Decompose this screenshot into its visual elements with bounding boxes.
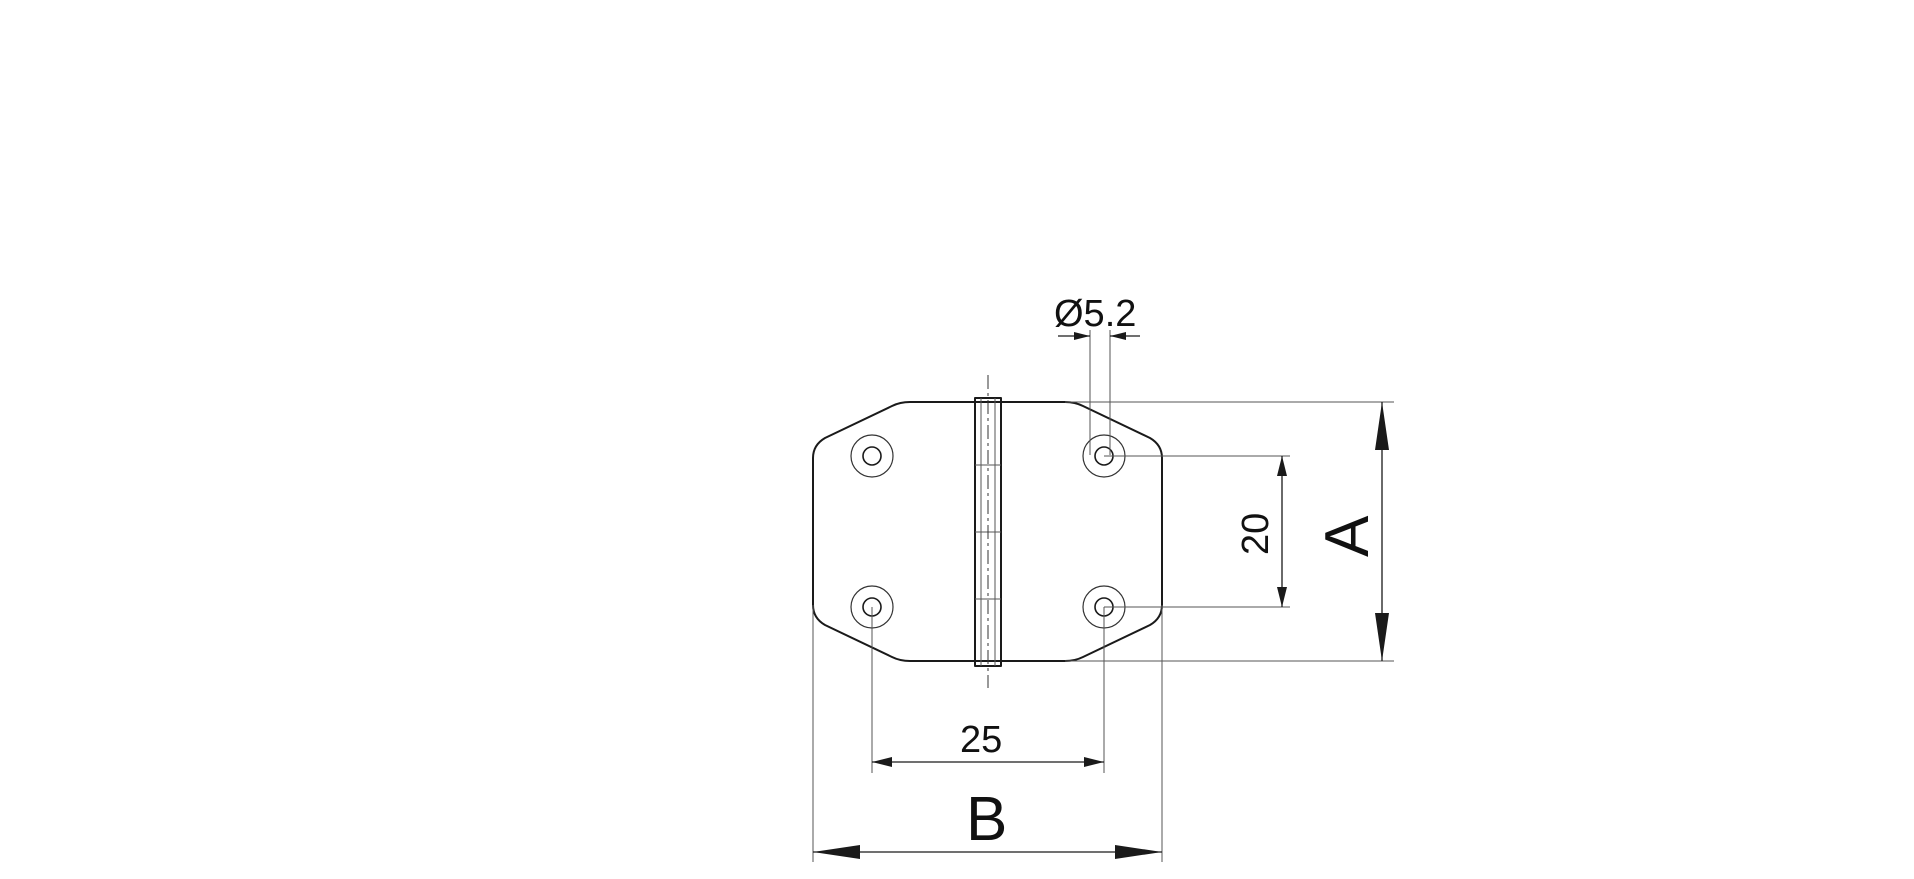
- width-label: B: [966, 785, 1007, 854]
- height-dimension: [1375, 402, 1389, 661]
- hinge-knuckle: [974, 397, 1002, 667]
- hole-spacing-vertical-label: 20: [1235, 513, 1277, 555]
- mounting-hole-top-left: [850, 434, 894, 478]
- height-label: A: [1313, 515, 1382, 557]
- hole-diameter-label: Ø5.2: [1054, 293, 1136, 335]
- hole-spacing-horizontal-label: 25: [960, 719, 1002, 761]
- hole-spacing-horizontal-dimension: [872, 757, 1104, 767]
- hole-spacing-vertical-dimension: [1277, 456, 1287, 607]
- width-dimension: [813, 845, 1162, 859]
- hole-diameter-dimension: [1058, 330, 1140, 455]
